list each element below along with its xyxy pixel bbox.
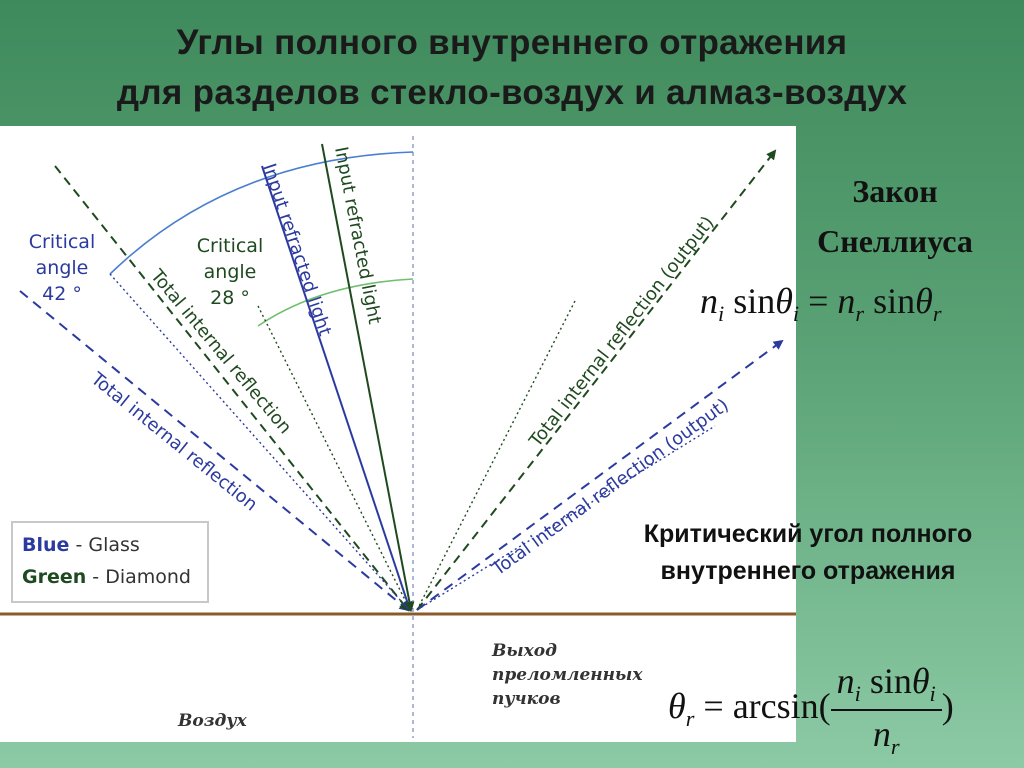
snell-title-line2: Снеллиуса bbox=[817, 223, 973, 259]
snell-law-title: Закон Снеллиуса bbox=[795, 166, 995, 266]
snell-theta-r: θ bbox=[915, 281, 933, 321]
snell-n-i: n bbox=[700, 281, 718, 321]
crit-theta: θ bbox=[668, 686, 686, 727]
crit-den-n: n bbox=[872, 713, 891, 754]
critical-label-line1: Критический угол полного bbox=[643, 520, 973, 548]
slide-title-line1: Углы полного внутреннего отражения bbox=[176, 23, 848, 62]
crit-arcsin: arcsin( bbox=[732, 686, 831, 727]
air-label: Воздух bbox=[177, 711, 248, 731]
critical-glass-label-1: Critical bbox=[29, 231, 95, 253]
ray-tir-diamond-out bbox=[416, 149, 777, 611]
crit-sub-r: r bbox=[685, 705, 695, 731]
crit-denominator: nr bbox=[831, 711, 942, 760]
critical-arc-diamond bbox=[257, 278, 414, 327]
snell-sin-2: sin bbox=[873, 281, 916, 321]
legend-green: Green - Diamond bbox=[22, 566, 191, 588]
label-input-glass: Input refracted light bbox=[258, 161, 335, 339]
crit-sin: sin bbox=[869, 661, 912, 701]
snell-sub-i-2: i bbox=[792, 300, 800, 326]
critical-label-line2: внутреннего отражения bbox=[660, 557, 956, 585]
ray-input-diamond bbox=[321, 143, 415, 612]
critical-diamond-label-1: Critical bbox=[197, 235, 263, 257]
legend-green-key: Green bbox=[22, 566, 86, 588]
exit-label-3: пучков bbox=[492, 689, 561, 709]
label-tir-glass-in: Total internal reflection bbox=[86, 368, 261, 515]
slide-title-line2: для разделов стекло-воздух и алмаз-возду… bbox=[116, 73, 908, 112]
slide-title: Углы полного внутреннего отражения для р… bbox=[0, 18, 1024, 118]
critical-diamond-value: 28 ° bbox=[210, 287, 250, 309]
ray-tir-glass-out bbox=[416, 339, 784, 611]
crit-den-sub-r: r bbox=[890, 733, 900, 759]
snell-sub-i: i bbox=[718, 300, 725, 326]
critical-arc-glass bbox=[109, 151, 414, 275]
legend-blue-value: - Glass bbox=[69, 534, 139, 556]
snell-theta-i: θ bbox=[775, 281, 793, 321]
critical-diamond-label-2: angle bbox=[204, 261, 257, 283]
crit-num-sub-i-2: i bbox=[929, 680, 936, 706]
critical-glass-value: 42 ° bbox=[42, 283, 82, 305]
snell-formula: ni sinθi = nr sinθr bbox=[700, 280, 942, 327]
crit-close-paren: ) bbox=[941, 686, 954, 727]
legend-blue: Blue - Glass bbox=[22, 534, 140, 556]
tir-diagram: Critical angle 42 ° Critical angle 28 ° … bbox=[0, 126, 796, 742]
ray-tir-diamond-in bbox=[54, 165, 410, 612]
critical-angle-label: Критический угол полного внутреннего отр… bbox=[596, 516, 1020, 590]
snell-n-r: n bbox=[837, 281, 856, 321]
legend-blue-key: Blue bbox=[22, 534, 69, 556]
snell-eq: = bbox=[808, 281, 829, 321]
snell-sub-r-2: r bbox=[932, 300, 942, 326]
legend-box bbox=[11, 521, 209, 603]
legend: Blue - Glass Green - Diamond bbox=[11, 521, 209, 603]
label-tir-diamond-out: Total internal reflection (output) bbox=[525, 212, 719, 452]
snell-sin-1: sin bbox=[733, 281, 776, 321]
exit-label-2: преломленных bbox=[492, 665, 643, 685]
ray-critical-glass-out bbox=[416, 425, 716, 611]
tir-diagram-svg: Critical angle 42 ° Critical angle 28 ° … bbox=[0, 136, 796, 738]
snell-title-line1: Закон bbox=[852, 173, 938, 209]
crit-eq: = bbox=[703, 686, 724, 727]
crit-num-n: n bbox=[836, 661, 855, 701]
ray-input-glass bbox=[261, 165, 413, 612]
crit-num-theta: θ bbox=[911, 661, 930, 701]
critical-glass-label-2: angle bbox=[36, 257, 89, 279]
crit-num-sub-i: i bbox=[854, 680, 861, 706]
snell-sub-r: r bbox=[855, 300, 865, 326]
legend-green-value: - Diamond bbox=[86, 566, 191, 588]
exit-label-1: Выход bbox=[491, 641, 557, 661]
label-input-diamond: Input refracted light bbox=[330, 145, 385, 326]
crit-numerator: ni sinθi bbox=[830, 660, 942, 711]
ray-critical-diamond bbox=[257, 305, 411, 611]
